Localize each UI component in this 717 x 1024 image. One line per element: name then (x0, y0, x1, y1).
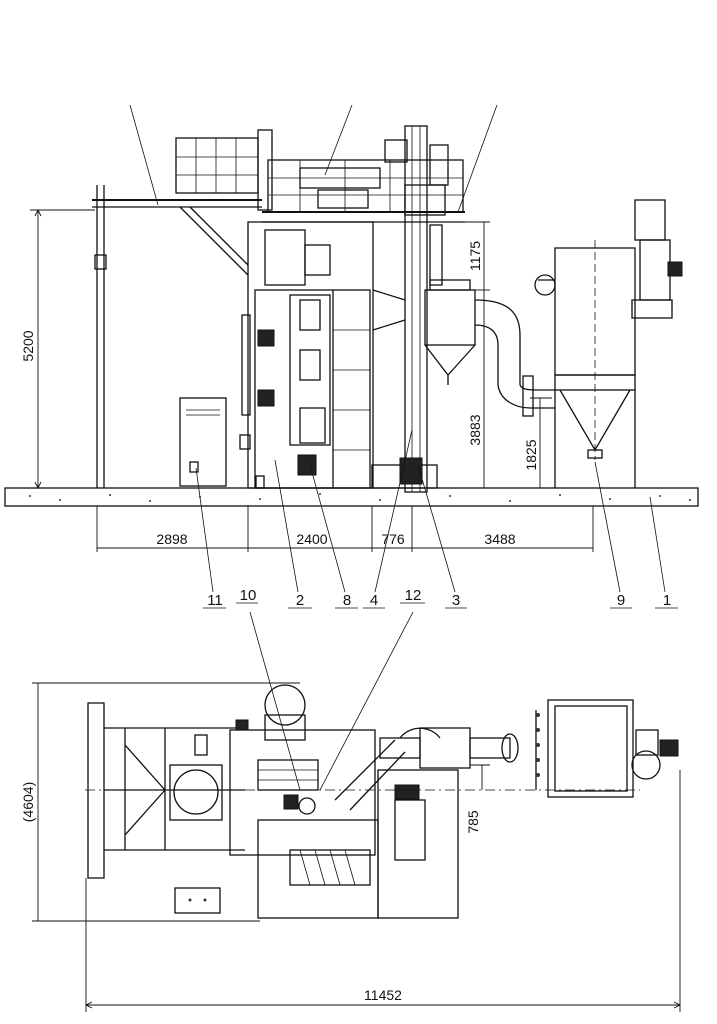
dim-offset (470, 764, 490, 790)
dim-label-height-inlet: 1825 (523, 439, 539, 470)
dim-label-width-overall: (4604) (20, 782, 36, 822)
bucket-elevator (384, 125, 449, 493)
duct-pipe (474, 299, 555, 417)
top-platform (175, 129, 465, 223)
dim-label-height-total: 5200 (20, 330, 36, 361)
dim-width-overall (32, 682, 300, 922)
dim-label-offset: 785 (465, 810, 481, 834)
callout-12: 12 (405, 587, 422, 604)
leader-line (129, 104, 159, 206)
bottom-drive (255, 457, 438, 489)
dim-height-upper (445, 221, 490, 291)
dim-chain-horizontal (96, 506, 594, 552)
dim-label-height-duct: 3883 (467, 414, 483, 445)
duct-top (334, 727, 519, 811)
dim-label-span-4: 3488 (484, 531, 515, 547)
control-cabinet-top (174, 887, 221, 914)
dim-label-span-2: 2400 (296, 531, 327, 547)
blast-chamber (239, 221, 406, 489)
callout-10: 10 (240, 587, 257, 604)
callout-9: 9 (617, 592, 625, 609)
dust-collector-top (535, 699, 679, 798)
dim-height-inlet (530, 397, 552, 488)
control-cabinet (179, 397, 227, 487)
callout-8: 8 (343, 592, 351, 609)
dim-label-span-3: 776 (381, 531, 405, 547)
cyclone-separator (424, 279, 476, 385)
leader-line (457, 104, 498, 213)
callout-1: 1 (663, 592, 671, 609)
rail-gantry (92, 185, 262, 488)
callout-3: 3 (452, 592, 460, 609)
dim-height-total (30, 208, 95, 490)
callout-2: 2 (296, 592, 304, 609)
dim-label-span-1: 2898 (156, 531, 187, 547)
callout-4: 4 (370, 592, 378, 609)
dust-collector (534, 199, 683, 488)
dim-length-overall (84, 770, 682, 1012)
callout-leaders (195, 429, 678, 791)
callout-11: 11 (207, 592, 223, 609)
top-view: (4604) (20, 682, 682, 1012)
dim-label-height-upper: 1175 (467, 241, 483, 271)
chamber-top (229, 684, 376, 856)
leader-line (324, 104, 353, 176)
ground-slab (4, 487, 699, 507)
dim-label-length-overall: 11452 (364, 987, 402, 1003)
concrete-texture (29, 493, 691, 502)
pit-outline (257, 769, 459, 919)
front-view: 5200 1175 3883 1825 2898 2400 (4, 104, 699, 791)
rail-frame-top (87, 702, 245, 879)
